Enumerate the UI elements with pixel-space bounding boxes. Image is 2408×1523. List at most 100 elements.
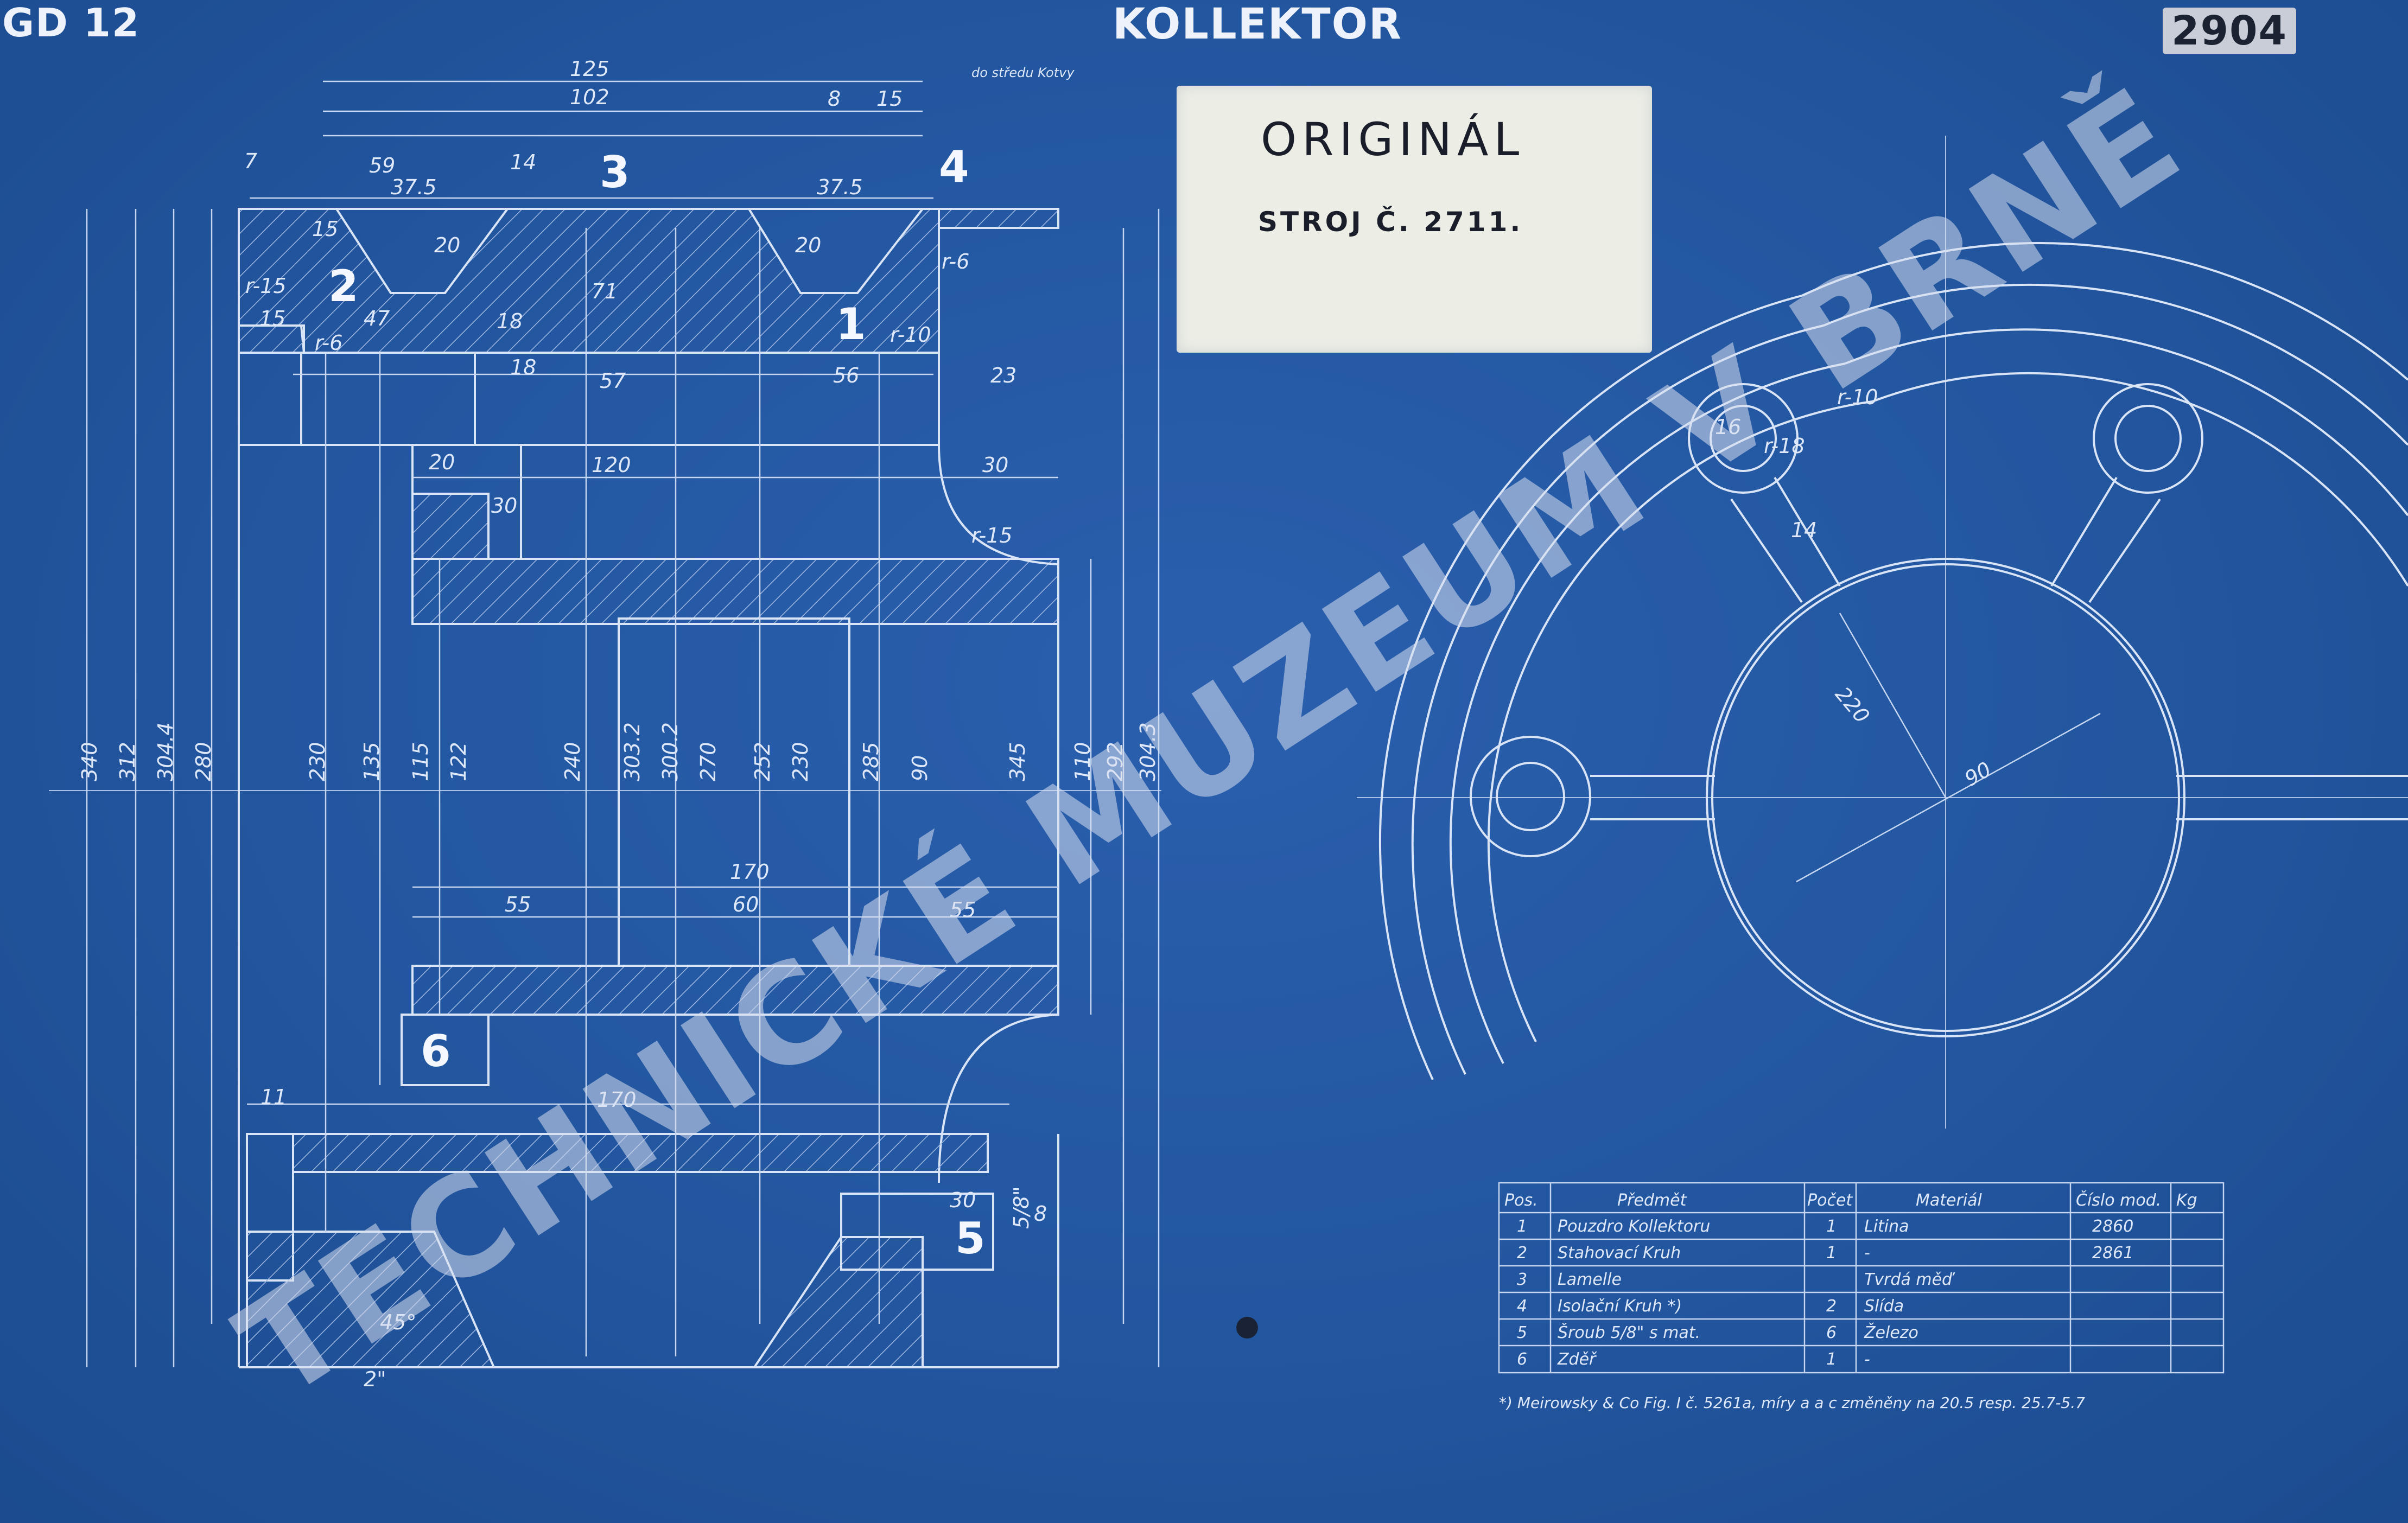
dim-label: 14 [510, 150, 536, 174]
table-row: 4 Isolační Kruh *) 2 Slída [1517, 1297, 1904, 1316]
table-cell: 3 [1517, 1270, 1527, 1289]
dim-label: 55 [505, 893, 531, 916]
dim-label: 37.5 [817, 175, 863, 199]
part-number-1: 1 [836, 299, 866, 349]
table-row: 1 Pouzdro Kollektoru 1 Litina 2860 [1517, 1217, 2133, 1236]
dim-label: 252 [751, 742, 774, 781]
table-cell: 4 [1517, 1297, 1527, 1316]
commutator-section [238, 208, 1059, 1368]
dim-label: 300.2 [658, 722, 682, 781]
sheet-number: 2904 [2163, 8, 2296, 54]
dim-label: 60 [733, 893, 759, 916]
dim-label: 270 [696, 742, 720, 781]
dim-label: 8 [828, 87, 841, 111]
table-cell: Litina [1864, 1217, 1909, 1236]
dimension-lines [86, 80, 1160, 1367]
table-cell: 1 [1826, 1244, 1837, 1263]
table-cell: 6 [1826, 1323, 1837, 1342]
table-row: 5 Šroub 5/8" s mat. 6 Železo [1517, 1322, 1918, 1342]
dim-label: 110 [1071, 742, 1095, 781]
dim-label: 90 [1961, 757, 1996, 791]
table-cell: - [1864, 1244, 1870, 1263]
dim-label: r-6 [942, 250, 969, 273]
dim-label: 59 [369, 154, 395, 177]
table-cell: 5 [1517, 1323, 1527, 1342]
dim-label: 55 [950, 898, 976, 922]
original-stamp: ORIGINÁL STROJ Č. 2711. [1177, 86, 1652, 353]
part-number-6: 6 [421, 1026, 451, 1076]
table-cell: 2861 [2092, 1244, 2133, 1263]
dim-label: 18 [497, 309, 523, 333]
dim-label: 15 [876, 87, 903, 111]
table-cell: 2860 [2092, 1217, 2133, 1236]
dim-label: 8 [1034, 1202, 1047, 1226]
table-row: 6 Zděř 1 - [1517, 1350, 1870, 1369]
dim-label: 230 [306, 742, 329, 781]
table-header: Předmět [1617, 1191, 1687, 1210]
dim-label: 37.5 [391, 175, 437, 199]
dim-label: 125 [570, 57, 609, 81]
dim-label: 230 [789, 742, 812, 781]
table-cell: Stahovací Kruh [1558, 1244, 1681, 1263]
dim-label: r-15 [245, 274, 287, 298]
dim-label: 14 [1791, 518, 1817, 542]
table-cell: Šroub 5/8" s mat. [1558, 1322, 1700, 1342]
dim-label: 23 [990, 364, 1016, 387]
dim-label: 20 [429, 450, 455, 474]
stamp-machine-number: STROJ Č. 2711. [1258, 206, 1523, 238]
table-row: 3 Lamelle Tvrdá měď [1517, 1270, 1955, 1289]
dim-label: 20 [795, 233, 821, 257]
dim-label: 170 [597, 1088, 637, 1112]
dim-label: 5/8" [1009, 1186, 1033, 1229]
dim-label: 71 [592, 279, 618, 303]
part-number-5: 5 [955, 1213, 986, 1264]
dim-label: r-15 [971, 524, 1013, 547]
table-cell: 2 [1517, 1244, 1527, 1263]
table-cell: 1 [1826, 1350, 1837, 1369]
table-cell: 1 [1517, 1217, 1527, 1236]
dim-label: 280 [192, 742, 215, 781]
dimension-labels: 125 102 8 15 59 14 37.5 37.5 7 20 20 71 … [78, 57, 1160, 1391]
dim-label: 20 [434, 233, 460, 257]
ink-dot [1236, 1317, 1258, 1339]
table-cell: Isolační Kruh *) [1558, 1297, 1682, 1316]
table-cell: Tvrdá měď [1864, 1270, 1955, 1289]
dim-label: 345 [1006, 742, 1030, 781]
dim-label: 220 [1831, 683, 1874, 728]
dim-label: 18 [510, 355, 536, 379]
table-cell: 2 [1826, 1297, 1837, 1316]
dim-label: 285 [859, 742, 883, 781]
part-number-4: 4 [939, 142, 969, 192]
dim-label: 30 [950, 1188, 976, 1212]
dim-label: 340 [78, 742, 101, 781]
table-header: Číslo mod. [2076, 1190, 2161, 1210]
dim-label: 304.3 [1136, 722, 1160, 781]
dim-label: 120 [592, 453, 631, 477]
table-cell: - [1864, 1350, 1870, 1369]
dim-label: 115 [409, 742, 433, 781]
parts-table: Pos. Předmět Počet Materiál Číslo mod. K… [1498, 1182, 2225, 1412]
sheet-code: GD 12 [2, 0, 141, 46]
table-footnote: *) Meirowsky & Co Fig. I č. 5261a, míry … [1499, 1394, 2085, 1412]
table-cell: 6 [1517, 1350, 1527, 1369]
dim-label: 135 [360, 742, 384, 781]
dim-label: 122 [447, 742, 471, 781]
dim-label: r-10 [1837, 385, 1878, 409]
dim-label: 57 [600, 369, 626, 393]
part-number-3: 3 [600, 147, 630, 197]
sheet-title: KOLLEKTOR [1113, 0, 1402, 49]
dim-label: 30 [491, 494, 517, 518]
dim-label: r-6 [315, 331, 342, 355]
dim-label: r-18 [1764, 434, 1805, 458]
dim-label: 47 [364, 307, 390, 330]
dim-label: 11 [261, 1085, 287, 1109]
dim-label: 56 [833, 364, 859, 387]
dim-label: 45° [380, 1310, 416, 1334]
part-number-2: 2 [328, 261, 359, 311]
table-cell: Železo [1864, 1323, 1918, 1342]
dim-label: 90 [908, 755, 932, 781]
table-cell: Lamelle [1558, 1270, 1622, 1289]
dim-label: 303.2 [620, 722, 644, 781]
